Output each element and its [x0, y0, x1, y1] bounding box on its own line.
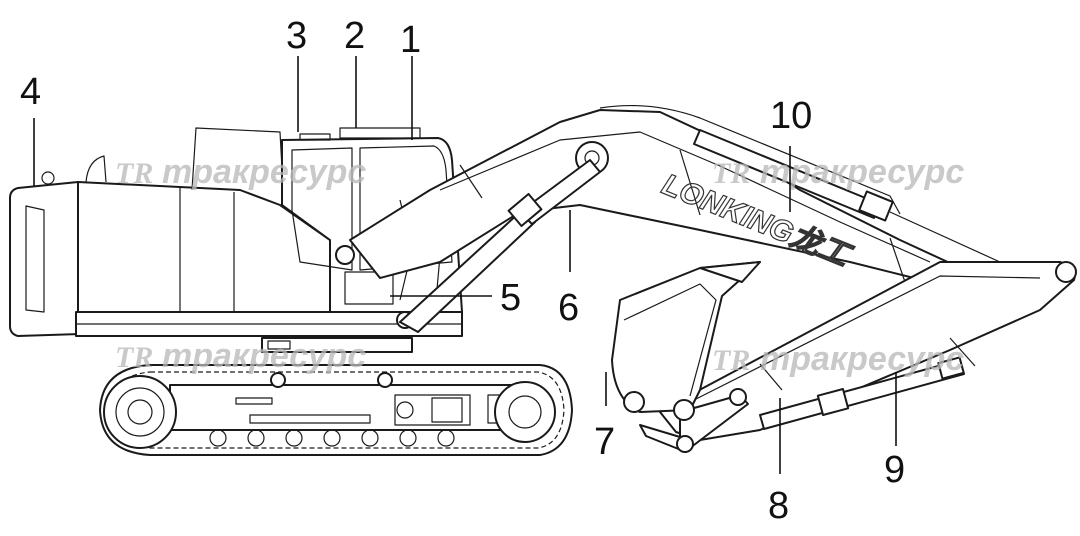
boom-cylinder [399, 159, 601, 333]
counterweight [9, 181, 81, 337]
svg-text:тракресурс: тракресурс [162, 153, 366, 191]
track-rollers [209, 429, 455, 447]
watermark-1: TR тракресурс [115, 153, 366, 191]
svg-text:TR: TR [115, 341, 153, 374]
bucket [611, 261, 761, 421]
watermark-2: TR тракресурс [115, 337, 366, 375]
callout-leaders [33, 56, 897, 474]
bucket-linkage [639, 388, 749, 453]
watermark-3: TR тракресурс [712, 153, 964, 191]
svg-text:тракресурс: тракресурс [760, 153, 964, 191]
callout-10: 10 [770, 95, 812, 137]
callout-4: 4 [20, 71, 41, 113]
svg-text:тракресурс: тракресурс [760, 340, 964, 378]
drive-sprocket [103, 375, 177, 449]
svg-text:TR: TR [115, 157, 153, 190]
callout-1: 1 [400, 19, 421, 61]
bucket-cylinder [759, 356, 965, 430]
callout-8: 8 [768, 485, 789, 527]
callout-numbers: 1 2 3 4 5 6 7 8 9 10 [20, 15, 905, 527]
callout-7: 7 [594, 421, 615, 463]
watermark-4: TR тракресурс [712, 340, 964, 378]
callout-2: 2 [344, 15, 365, 57]
callout-6: 6 [558, 287, 579, 329]
svg-text:тракресурс: тракресурс [162, 337, 366, 375]
callout-5: 5 [500, 277, 521, 319]
svg-text:TR: TR [712, 157, 750, 190]
svg-text:TR: TR [712, 344, 750, 377]
callout-9: 9 [884, 449, 905, 491]
crawler-track [99, 337, 573, 456]
callout-3: 3 [286, 15, 307, 57]
idler-wheel [494, 381, 556, 443]
